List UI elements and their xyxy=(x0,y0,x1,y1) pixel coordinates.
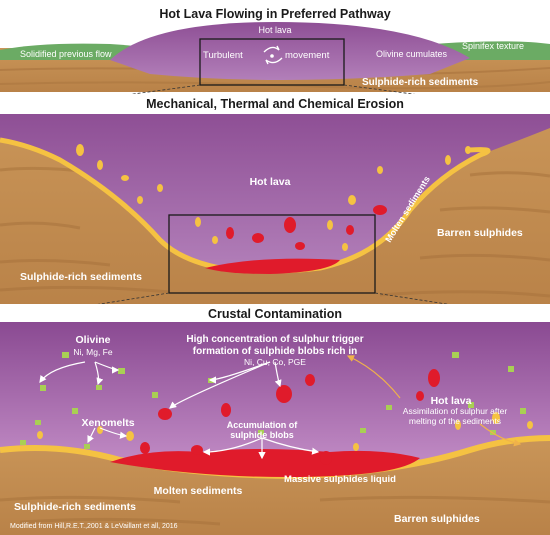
panel-3-hot-lava-label: Hot lava xyxy=(431,395,472,407)
panel-3-sulphide-label: Sulphide-rich sediments xyxy=(14,501,136,513)
panel-3-high-conc-elements: Ni, Cu, Co, PGE xyxy=(244,357,306,367)
panel-3-assimilation-line1: Assimilation of sulphur after xyxy=(403,406,508,416)
panel-3-molten-label: Molten sediments xyxy=(154,485,243,497)
panel-2-sulphide-label: Sulphide-rich sediments xyxy=(20,271,142,283)
panel-3-sulphide-blobs xyxy=(140,369,440,465)
panel-2: Mechanical, Thermal and Chemical Erosion xyxy=(0,94,550,321)
panel-3-high-conc-line1: High concentration of sulphur trigger xyxy=(186,334,363,345)
panel-1-solidified-label: Solidified previous flow xyxy=(20,49,112,59)
panel-3-white-arrows xyxy=(39,361,320,460)
panel-3-sediment xyxy=(0,440,550,535)
panel-3-barren-label: Barren sulphides xyxy=(394,513,480,525)
panel-3-massive-label: Massive sulphides liquid xyxy=(284,474,396,485)
panel-3-xenomelts-label: Xenomelts xyxy=(81,417,134,429)
panel-1-olivine-label: Olivine cumulates xyxy=(376,49,448,59)
panel-1-title: Hot Lava Flowing in Preferred Pathway xyxy=(159,7,390,21)
panel-2-zoom-box xyxy=(168,214,376,294)
panel-1-movement-label: movement xyxy=(285,50,330,61)
panel-2-sulphide-pool xyxy=(205,258,340,274)
panel-3-accumulation-line2: sulphide blobs xyxy=(230,430,294,440)
panel-1-hot-lava-label: Hot lava xyxy=(258,25,291,35)
panel-3-massive-sulphides xyxy=(110,449,420,478)
panel-1-zoom-box xyxy=(199,38,345,86)
panel-1-sulphide-label: Sulphide-rich sediments xyxy=(362,77,479,88)
panel-3-accumulation-line1: Accumulation of xyxy=(227,420,299,430)
panel-3-orange-arrows xyxy=(346,355,522,447)
panel-1-turbulent-label: Turbulent xyxy=(203,50,243,61)
panel-3-olivine-elements: Ni, Mg, Fe xyxy=(73,347,112,357)
panel-2-hot-lava-label: Hot lava xyxy=(250,176,291,188)
panel-2-sulphide-blobs xyxy=(226,205,387,250)
panel-3-olivine-label: Olivine xyxy=(75,334,110,346)
swirl-icon xyxy=(263,45,283,65)
panel-1: Hot Lava Flowing in Preferred Pathway Ho… xyxy=(0,7,550,113)
panel-1-spinifex-label: Spinifex texture xyxy=(462,41,524,51)
panel-3-olivine-crystals xyxy=(20,352,526,449)
panel-3-assimilation-line2: melting of the sediments xyxy=(409,416,501,426)
panel-3-title: Crustal Contamination xyxy=(208,307,342,321)
panel-2-molten-droplets xyxy=(76,144,471,251)
panel-2-title: Mechanical, Thermal and Chemical Erosion xyxy=(146,97,404,111)
panel-2-barren-label: Barren sulphides xyxy=(437,227,523,239)
panel-3-high-conc-line2: formation of sulphide blobs rich in xyxy=(193,346,357,357)
panel-3: Crustal Contamination xyxy=(0,304,550,535)
panel-2-hot-lava xyxy=(0,114,550,271)
footer-credit: Modified from Hill,R.E.T.,2001 & LeVaill… xyxy=(10,523,178,530)
